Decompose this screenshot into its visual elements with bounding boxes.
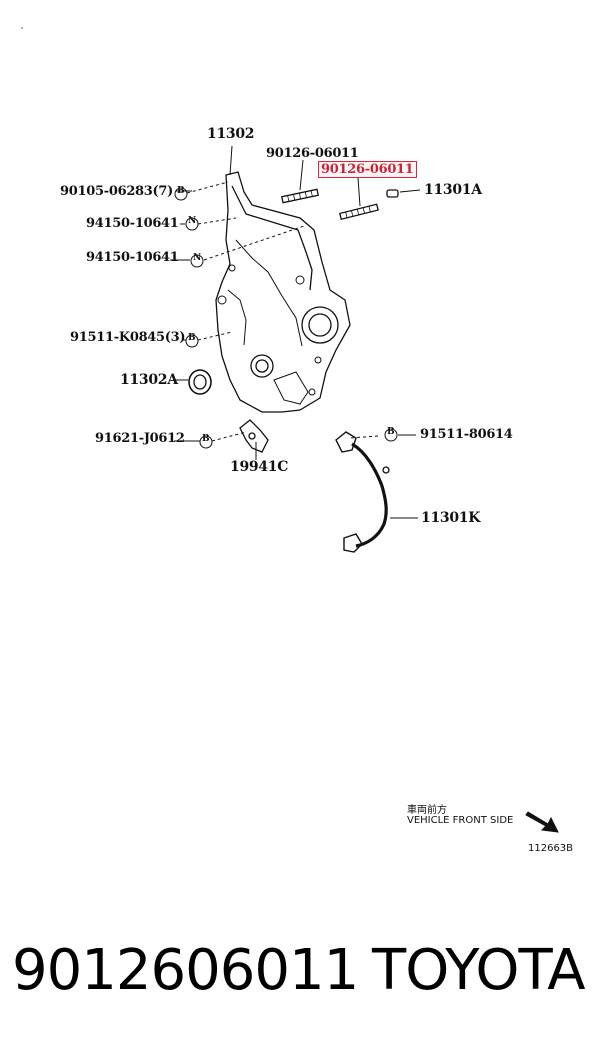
cover-rib-2 <box>227 289 247 346</box>
label-bracket[interactable]: 19941C <box>230 459 289 475</box>
boss-4 <box>295 275 305 285</box>
lower-pocket <box>273 371 309 405</box>
boss-5 <box>314 356 322 364</box>
cap-part <box>386 189 399 198</box>
timing-cover <box>215 171 351 413</box>
stud-upper <box>280 188 320 204</box>
label-stud-a[interactable]: 90126-06011 <box>266 146 359 161</box>
footer-part-number: 9012606011 <box>12 938 359 1003</box>
label-bolt-c[interactable]: 91621-J0612 <box>95 431 185 446</box>
marker-b: B <box>188 333 196 343</box>
marker-b: B <box>202 434 210 444</box>
label-sensor[interactable]: 11301K <box>421 510 481 526</box>
bracket-part <box>239 419 269 453</box>
main-seal-bore-inner <box>308 313 332 337</box>
sensor-clip <box>382 466 390 474</box>
boss-3 <box>308 388 316 396</box>
label-seal[interactable]: 11302A <box>120 372 178 388</box>
lower-bore-inner <box>255 359 269 373</box>
stud-lower <box>339 203 379 221</box>
leader-lines-solid <box>170 145 421 519</box>
sensor-cable <box>351 442 388 548</box>
label-bolt-d[interactable]: 91511-80614 <box>420 427 513 442</box>
bracket-hole <box>248 432 256 440</box>
label-stud-b-highlighted[interactable]: 90126-06011 <box>318 161 417 178</box>
cover-inner-edge <box>231 185 313 291</box>
direction-label-en: VEHICLE FRONT SIDE <box>407 815 514 826</box>
marker-circles <box>174 187 398 449</box>
label-bolt-b[interactable]: 91511-K0845(3) <box>70 330 186 345</box>
cover-rib <box>235 239 303 347</box>
boss-1 <box>217 295 227 305</box>
oil-seal <box>188 369 212 395</box>
lower-bore <box>250 354 274 378</box>
label-cover[interactable]: 11302 <box>207 126 255 142</box>
label-cap[interactable]: 11301A <box>424 182 482 198</box>
marker-b: B <box>387 427 395 437</box>
marker-n: N <box>188 216 196 226</box>
sensor-connector <box>343 533 363 553</box>
diagram-code: 112663B <box>528 843 574 854</box>
marker-b: B <box>177 186 185 196</box>
boss-2 <box>228 264 236 272</box>
label-gasket-b[interactable]: 94150-10641 <box>86 250 179 265</box>
label-gasket-a[interactable]: 94150-10641 <box>86 216 179 231</box>
corner-dot <box>21 27 23 29</box>
marker-n: N <box>193 253 201 263</box>
direction-arrow-icon <box>525 811 559 833</box>
sensor-head <box>335 431 357 453</box>
label-bolt-a[interactable]: 90105-06283(7) <box>60 184 173 199</box>
direction-label-jp: 車両前方 <box>407 805 447 816</box>
footer-brand: TOYOTA <box>372 938 586 1003</box>
main-seal-bore <box>301 306 339 344</box>
oil-seal-inner <box>193 374 207 390</box>
leader-lines <box>186 181 379 442</box>
